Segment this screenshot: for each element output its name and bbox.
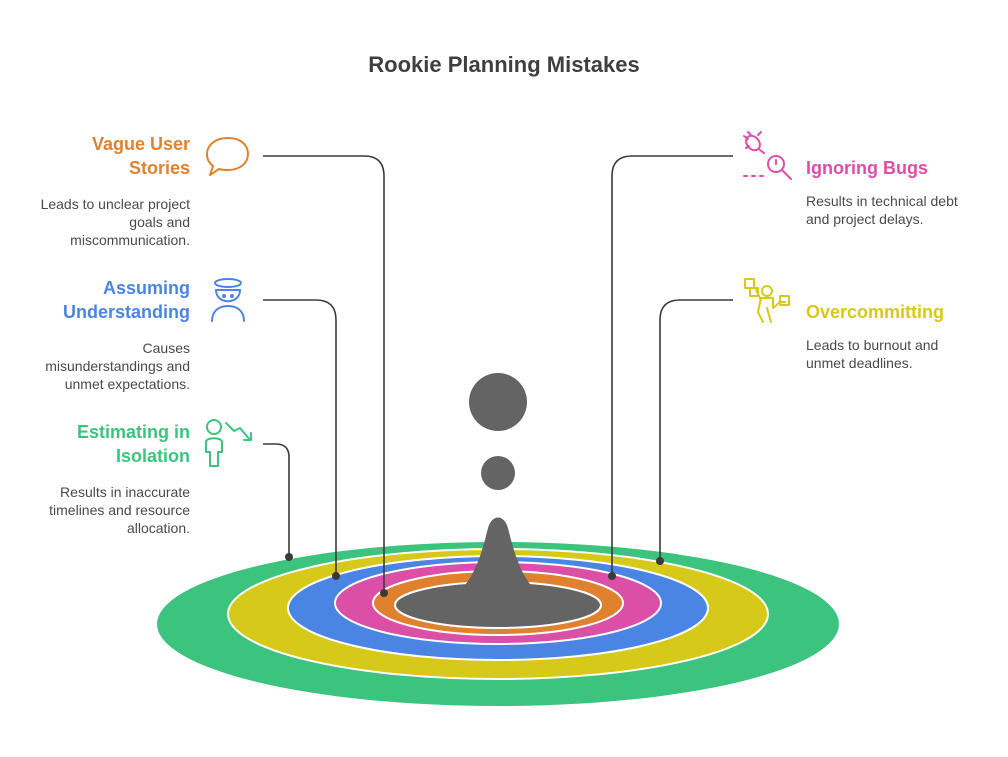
heading-overcommitting: Overcommitting	[806, 302, 945, 322]
desc-assuming-understanding: Causes misunderstandings and unmet expec…	[45, 340, 190, 392]
desc-ignoring-bugs: Results in technical debt and project de…	[806, 193, 958, 227]
heading-estimating-in-isolation: Estimating in Isolation	[76, 422, 190, 466]
bug-magnifier-icon	[743, 131, 792, 180]
connector-dot-estimating	[285, 553, 293, 561]
heading-assuming-understanding: Assuming Understanding	[62, 278, 190, 322]
droplet-large	[469, 373, 527, 431]
connector-dot-bugs	[608, 572, 616, 580]
desc-vague-user-stories: Leads to unclear project goals and misco…	[40, 196, 190, 248]
heading-ignoring-bugs: Ignoring Bugs	[806, 158, 928, 178]
splash-peak	[432, 517, 564, 605]
heading-vague-user-stories: Vague User Stories	[91, 134, 190, 178]
connector-assuming	[263, 299, 337, 576]
connector-dot-overcommit	[656, 557, 664, 565]
person-trend-down-icon	[205, 419, 252, 467]
connector-dot-vague	[380, 589, 388, 597]
connector-dot-assuming	[332, 572, 340, 580]
connector-overcommit	[659, 299, 733, 561]
speech-bubble-icon	[206, 137, 249, 176]
desc-estimating-in-isolation: Results in inaccurate timelines and reso…	[49, 484, 190, 536]
person-cap-icon	[211, 278, 245, 322]
desc-overcommitting: Leads to burnout and unmet deadlines.	[806, 337, 939, 371]
connector-estimating	[263, 443, 290, 557]
connector-vague	[263, 155, 385, 593]
diagram-title: Rookie Planning Mistakes	[368, 52, 640, 77]
connector-bugs	[611, 155, 733, 576]
overloaded-person-icon	[744, 278, 790, 323]
droplet-small	[481, 456, 515, 490]
